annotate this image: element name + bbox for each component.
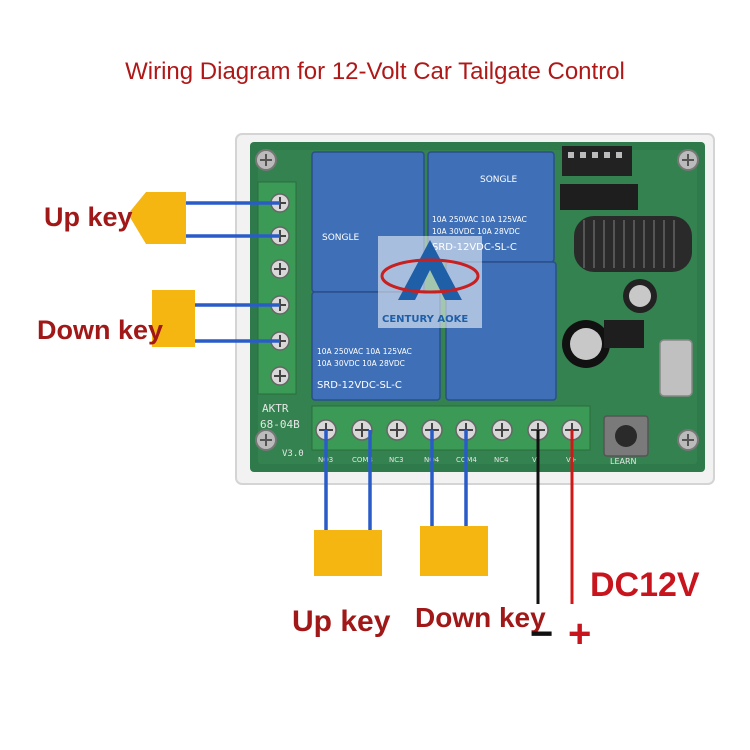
left-wires [184,201,280,343]
bottom-wires-blue [324,430,468,532]
relay-2-rating-1: 10A 250VAC 10A 125VAC [432,215,527,224]
down-key-left-label: Down key [37,315,164,345]
chip-2 [604,320,644,348]
power-label: DC12V [590,566,700,604]
relay-2-brand: SONGLE [480,175,518,185]
terminal-label: NC3 [389,456,404,464]
pin-header [562,146,632,176]
down-key-bottom-label: Down key [415,602,546,633]
antenna-coil [574,216,692,272]
terminal-label: V- [532,456,539,464]
century-aoke-logo: CENTURY AOKE [378,236,482,328]
board-model: AKTR [262,402,289,415]
down-key-left-switch [152,290,195,347]
up-key-bottom-switch [314,530,382,576]
terminal-label: NC4 [494,456,509,464]
learn-button[interactable] [603,415,649,457]
relay-1-brand: SONGLE [322,233,360,243]
left-terminal-block [257,181,297,395]
down-key-bottom-switch [420,526,488,576]
relay-3-rating-2: 10A 30VDC 10A 28VDC [317,359,405,368]
plus-label: + [568,612,592,656]
relay-3-rating-1: 10A 250VAC 10A 125VAC [317,347,412,356]
diagram-title: Wiring Diagram for 12-Volt Car Tailgate … [125,58,625,85]
ic-chip [560,184,638,210]
board-version: V3.0 [282,449,304,459]
capacitor-large [562,320,610,368]
relay-3-part: SRD-12VDC-SL-C [317,380,402,391]
board-model-code: 68-04B [260,418,300,431]
learn-label: LEARN [610,457,637,466]
relay-2-rating-2: 10A 30VDC 10A 28VDC [432,227,520,236]
crystal [659,339,693,397]
up-key-left-switch [128,192,186,244]
minus-label: − [530,612,554,656]
mounting-screws [255,149,699,451]
up-key-left-label: Up key [44,202,133,232]
up-key-bottom-label: Up key [292,605,391,638]
logo-text: CENTURY AOKE [382,314,468,325]
capacitor-small [623,279,657,313]
terminal-label: COM3 [352,456,373,464]
